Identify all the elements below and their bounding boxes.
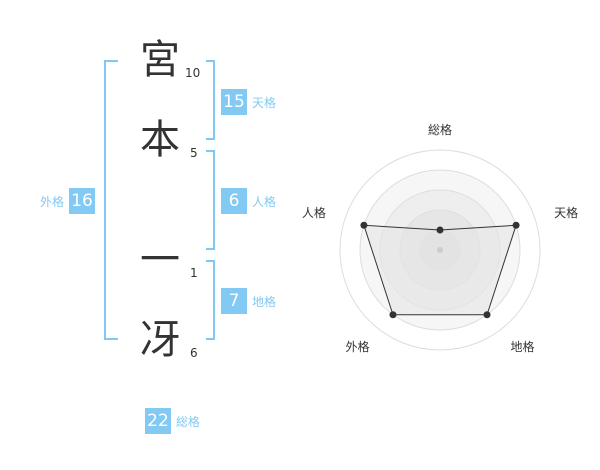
gaikaku-value: 16 — [69, 188, 96, 214]
radar-axis-label-1: 総格 — [428, 122, 452, 137]
radar-axis-label-5: 人格 — [302, 205, 326, 220]
radar-value-polygon — [363, 224, 517, 316]
tenkaku: 15 天格 — [221, 89, 276, 115]
stroke-count-3: 1 — [190, 266, 198, 280]
tenkaku-bracket — [206, 60, 215, 140]
gaikaku-bracket — [104, 60, 118, 340]
stroke-count-2: 5 — [190, 146, 198, 160]
jinkaku-value: 6 — [221, 188, 247, 214]
radar-axis-label-3: 地格 — [511, 339, 535, 354]
tenkaku-label: 天格 — [252, 95, 277, 110]
jinkaku: 6 人格 — [221, 188, 276, 214]
jinkaku-label: 人格 — [252, 194, 277, 209]
radar-axis-label-4: 外格 — [345, 339, 369, 354]
radar-point-1 — [436, 226, 444, 234]
name-char-3: 一 — [140, 237, 180, 283]
radar-point-4 — [389, 311, 397, 319]
stroke-count-4: 6 — [190, 346, 198, 360]
radar-axis-label-2: 天格 — [554, 205, 578, 220]
chikaku: 7 地格 — [221, 288, 276, 314]
name-char-2: 本 — [140, 117, 180, 163]
radar-point-2 — [512, 221, 520, 229]
radar-point-3 — [483, 311, 491, 319]
soukaku: 22 総格 — [145, 408, 200, 434]
radar-point-5 — [360, 221, 368, 229]
chikaku-value: 7 — [221, 288, 247, 314]
jinkaku-bracket — [206, 150, 215, 250]
name-char-4: 冴 — [140, 317, 180, 363]
gaikaku-label: 外格 — [40, 194, 65, 209]
soukaku-value: 22 — [145, 408, 171, 434]
chikaku-label: 地格 — [252, 294, 277, 309]
chikaku-bracket — [206, 260, 215, 340]
soukaku-label: 総格 — [176, 414, 201, 429]
stroke-count-1: 10 — [185, 66, 201, 80]
tenkaku-value: 15 — [221, 89, 247, 115]
gaikaku: 外格 16 — [40, 188, 96, 214]
radar-center-dot — [437, 247, 443, 253]
name-char-1: 宮 — [140, 37, 180, 83]
